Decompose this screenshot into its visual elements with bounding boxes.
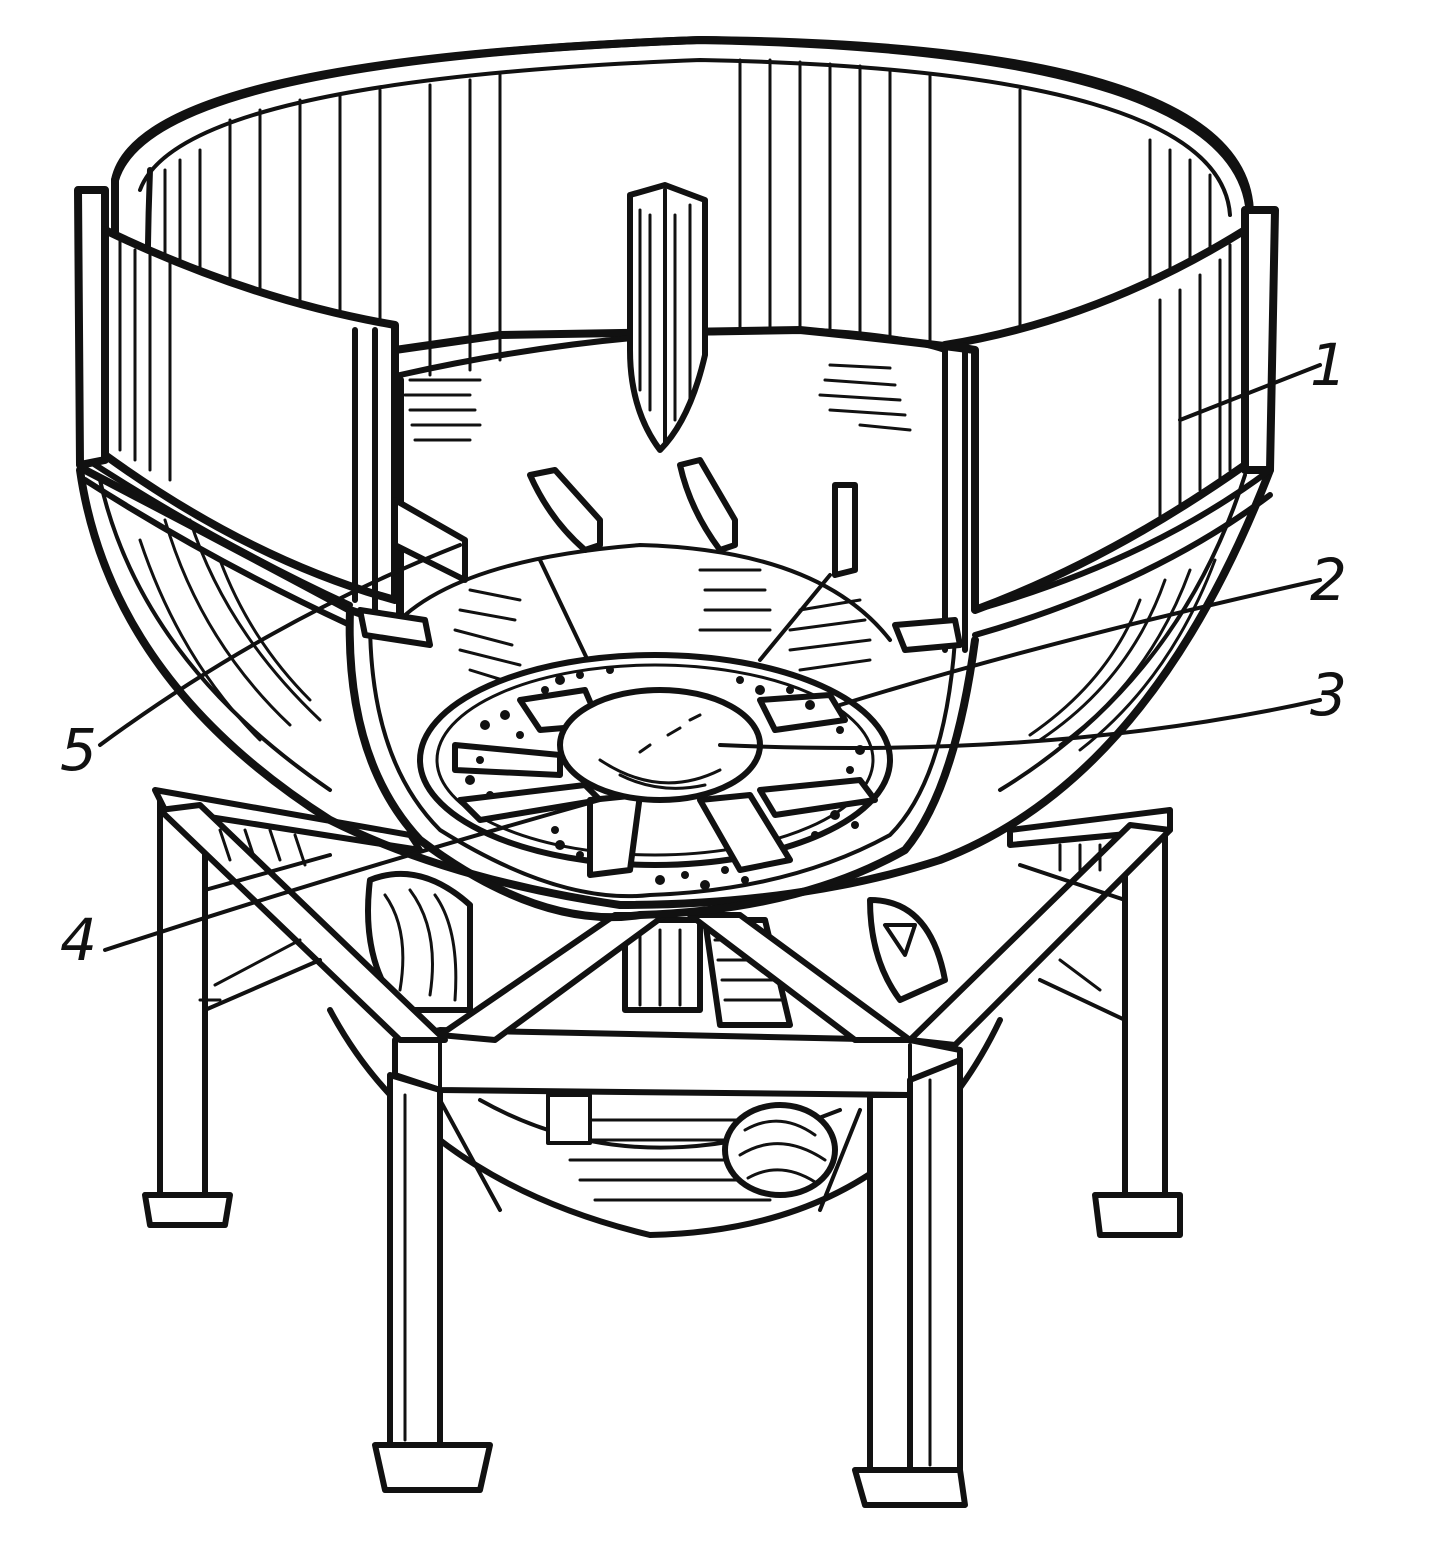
frame-top (152, 787, 1173, 1098)
brace-left (438, 1098, 862, 1212)
leg-front-left (372, 1072, 493, 1493)
stand-frame (142, 787, 1183, 1508)
leader-4 (103, 798, 602, 952)
baffle-plate (627, 182, 708, 453)
leader-2 (838, 578, 1322, 707)
callout-1: 1 (1310, 331, 1347, 399)
callout-labels: 1 2 3 4 5 (60, 331, 1347, 974)
drive-mechanism (365, 870, 948, 1028)
perforated-grid (417, 652, 893, 890)
blade-rest-left (392, 497, 468, 583)
leader-3 (718, 698, 1322, 750)
blade-left (527, 467, 603, 553)
leader-1 (1178, 363, 1322, 422)
leg-front-right (852, 1057, 968, 1508)
bracket-right (892, 617, 963, 653)
leg-back-right (1092, 817, 1183, 1238)
blade-right (832, 482, 858, 578)
bowl-interior (357, 457, 963, 692)
callout-5: 5 (60, 716, 97, 784)
bracket-left (357, 607, 433, 648)
callout-3: 3 (1310, 661, 1347, 729)
callout-2: 2 (1310, 546, 1347, 614)
callout-4: 4 (60, 906, 97, 974)
leader-lines (98, 363, 1322, 952)
blade-center (677, 457, 738, 553)
leader-5 (98, 543, 462, 747)
